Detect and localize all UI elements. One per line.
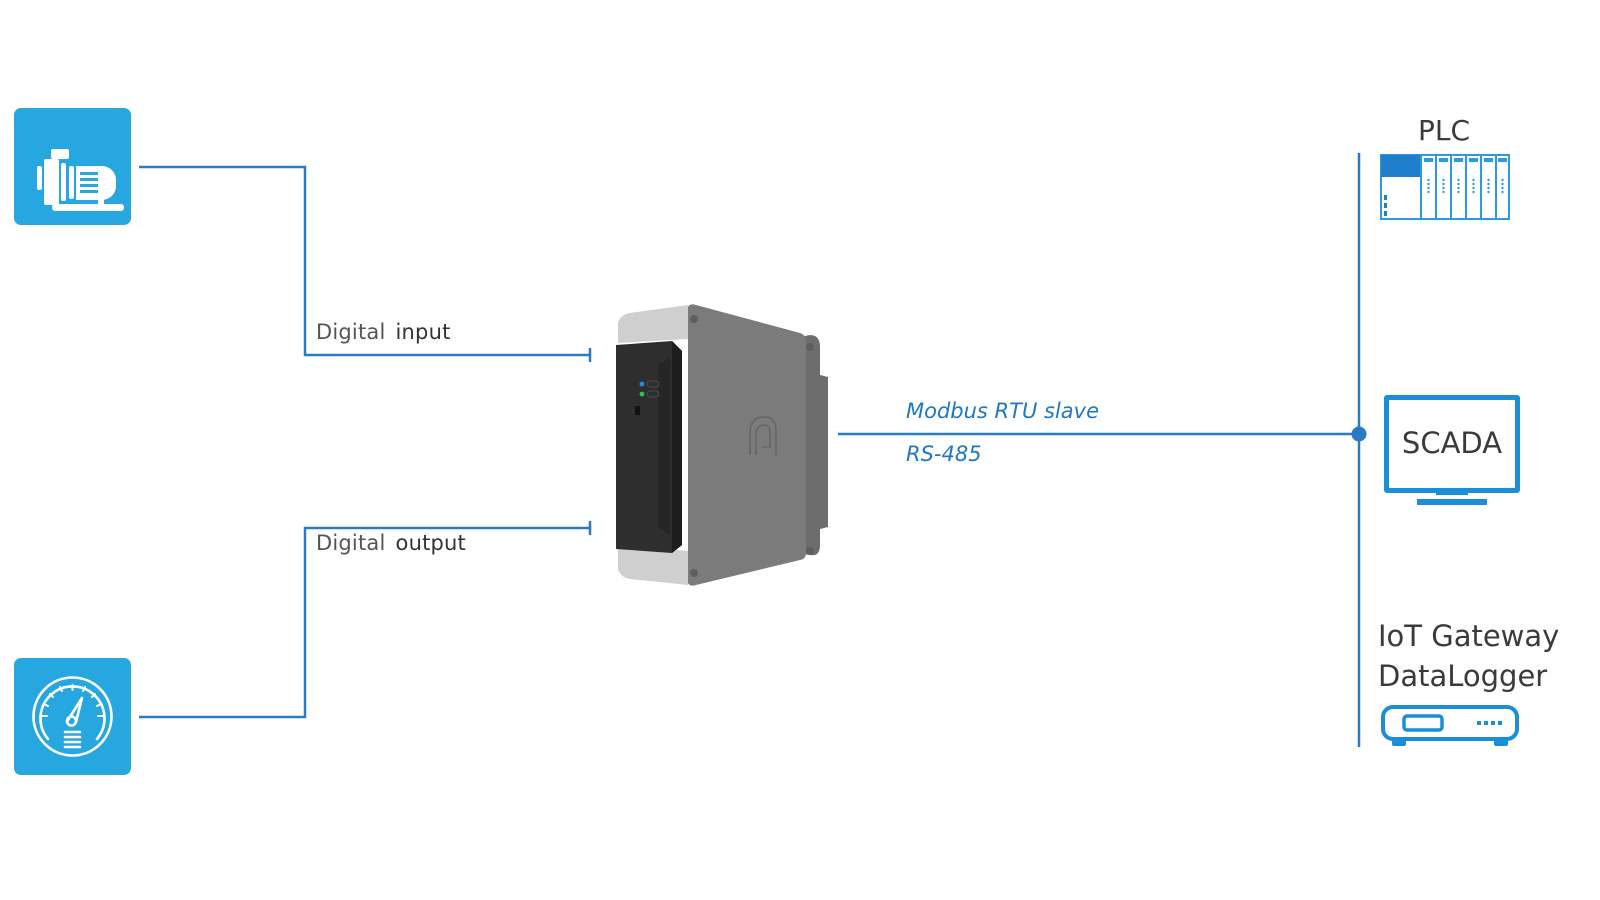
- scada-label: SCADA: [1401, 426, 1503, 460]
- electric-motor-icon: [37, 149, 124, 211]
- status-led-blue: [639, 381, 645, 387]
- physical-layer-label: RS-485: [906, 442, 982, 466]
- brand-logo-emboss: [749, 416, 777, 455]
- digital-output-label-word1: Digital: [316, 531, 386, 555]
- iot-gateway-label: IoT Gateway DataLogger: [1378, 616, 1559, 696]
- plc-rack-icon: [1380, 154, 1510, 220]
- gauge-meter-icon: [32, 676, 113, 757]
- plc-label: PLC: [1418, 114, 1471, 147]
- monitor-stand-base: [1417, 499, 1487, 505]
- protocol-label: Modbus RTU slave: [906, 399, 1100, 423]
- digital-output-label: Digital output: [316, 531, 466, 555]
- monitor-stand-neck: [1436, 488, 1468, 495]
- digital-output-wire: [139, 526, 590, 719]
- digital-output-label-word2: output: [395, 531, 466, 555]
- status-led-green: [639, 391, 645, 397]
- gateway-device-icon: [1381, 705, 1519, 746]
- bus-junction-dot: [1351, 426, 1367, 442]
- digital-input-wire: [139, 165, 590, 357]
- gauge-tile: [14, 658, 131, 775]
- monitor-icon: SCADA: [1384, 395, 1520, 493]
- digital-input-label-word1: Digital: [316, 320, 386, 344]
- motor-tile: [14, 108, 131, 225]
- digital-input-label-word2: input: [395, 320, 451, 344]
- digital-input-label: Digital input: [316, 320, 451, 344]
- io-module-device: [616, 304, 828, 586]
- iot-gateway-label-line2: DataLogger: [1378, 659, 1548, 693]
- config-port: [635, 406, 640, 415]
- iot-gateway-label-line1: IoT Gateway: [1378, 619, 1560, 653]
